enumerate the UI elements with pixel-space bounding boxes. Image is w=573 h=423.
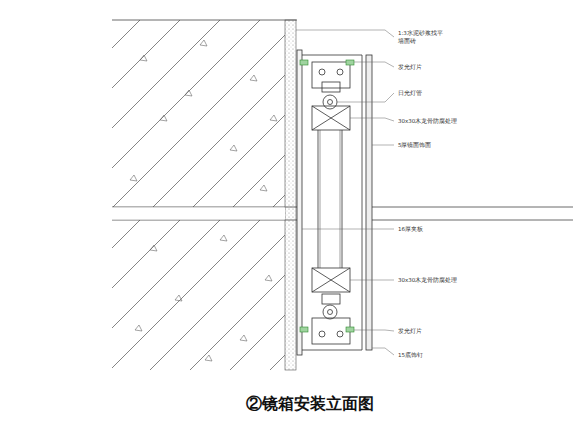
leader-line	[372, 145, 394, 146]
callout-label: 15底饰钉	[398, 351, 423, 359]
leader-line	[354, 62, 394, 67]
concrete-mark	[200, 40, 207, 46]
concrete-mark	[160, 115, 167, 121]
light-panel	[300, 60, 354, 332]
concrete-mark	[220, 235, 227, 241]
callout-label: 发光灯片	[398, 327, 422, 335]
leader-line	[296, 30, 394, 37]
concrete-mark	[270, 115, 277, 121]
leader-line	[337, 93, 394, 102]
callout-label: 1:3水泥砂浆找平 墙面砖	[398, 29, 443, 45]
concrete-mark	[140, 55, 147, 61]
mirror-box	[297, 50, 372, 355]
leader-line	[350, 118, 394, 121]
leader-line	[354, 330, 394, 331]
callout-label: 发光灯片	[398, 63, 422, 71]
callout-label: 16厚夹板	[398, 225, 423, 233]
callout-label: 5厚镜面饰面	[398, 141, 432, 149]
concrete-mark	[260, 185, 267, 191]
leader-line	[372, 348, 394, 355]
plaster-layer	[285, 20, 296, 370]
leader-line	[350, 280, 394, 281]
concrete-mark	[250, 75, 257, 81]
concrete-mark	[205, 355, 212, 361]
slab-lines	[112, 20, 573, 220]
concrete-mark	[240, 335, 247, 341]
concrete-mark	[185, 90, 192, 96]
leader-lines	[296, 30, 394, 355]
drawing-title: ②镜箱安装立面图	[246, 394, 374, 415]
concrete-mark	[230, 145, 237, 151]
leader-line	[302, 229, 394, 230]
concrete-mark	[130, 175, 137, 181]
concrete-mark	[135, 325, 142, 331]
concrete-mark	[150, 245, 157, 251]
callout-label: 30x30木龙骨防腐处理	[398, 276, 457, 284]
concrete-mark	[175, 295, 182, 301]
concrete-wall	[112, 20, 285, 370]
callout-label: 30x30木龙骨防腐处理	[398, 117, 457, 125]
concrete-mark	[265, 275, 272, 281]
callout-label: 日光灯管	[398, 89, 422, 97]
